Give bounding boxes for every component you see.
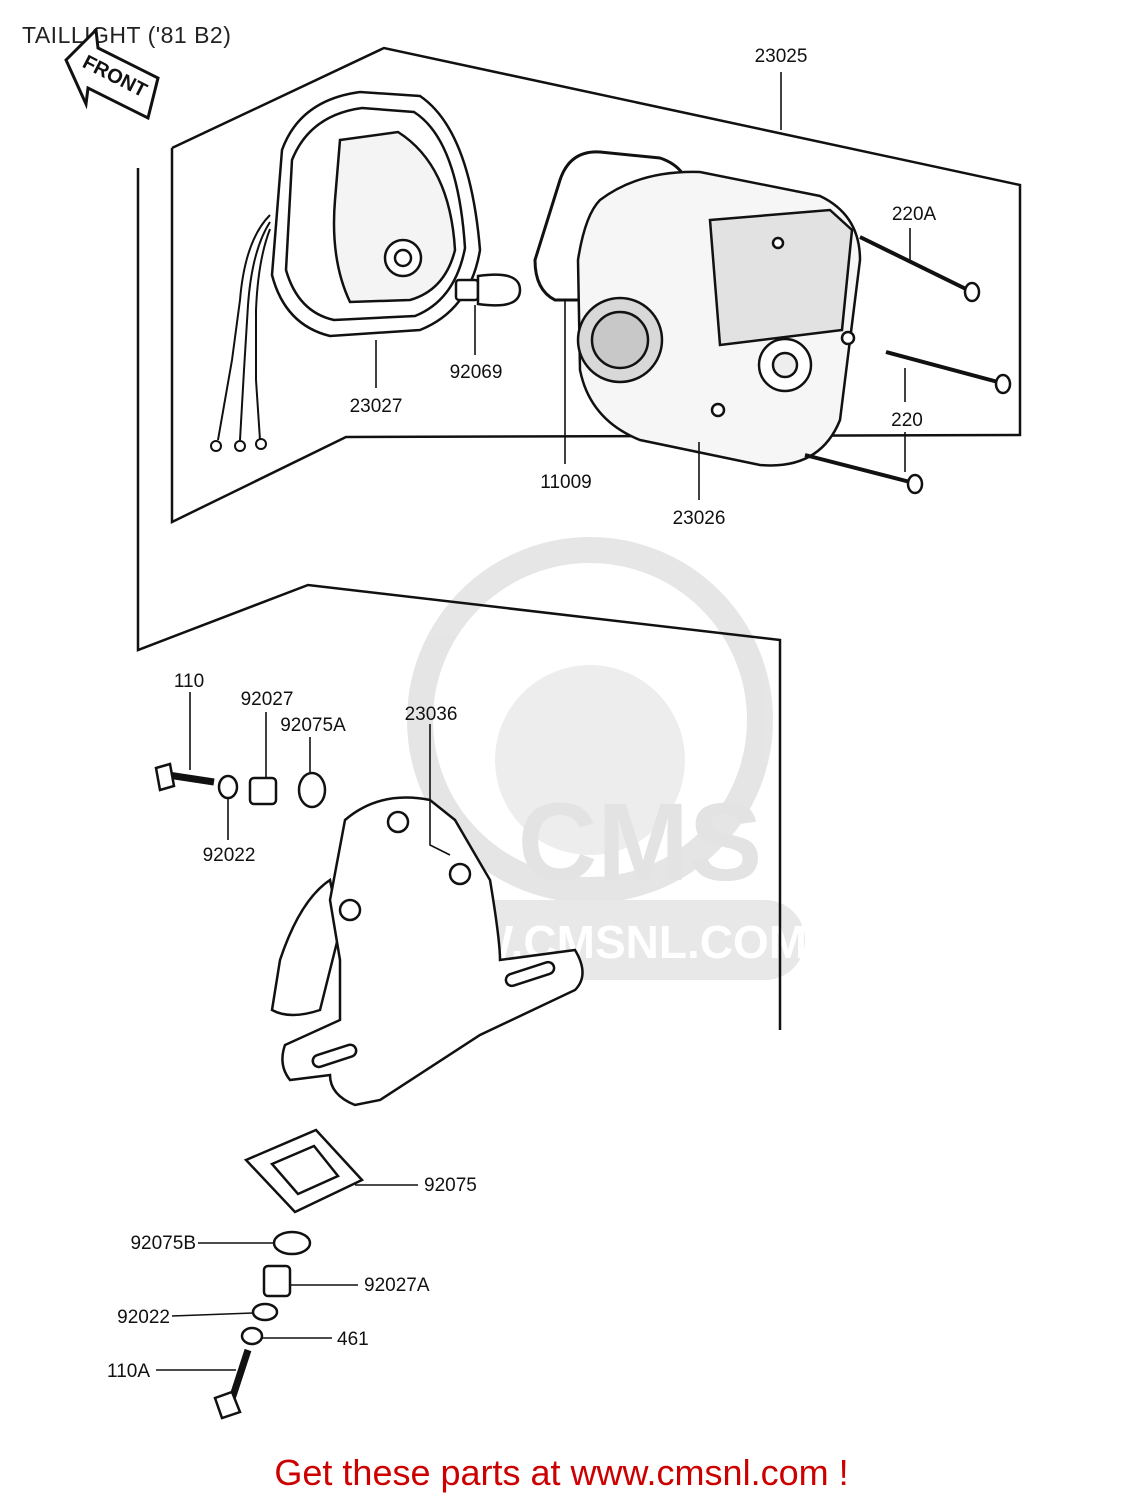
bracket-plate bbox=[281, 796, 584, 1107]
watermark-mascot-head bbox=[407, 537, 773, 903]
lens-screw-hole-3 bbox=[771, 236, 785, 250]
label-11009: 11009 bbox=[540, 472, 591, 493]
screw-220-upper-head bbox=[994, 373, 1012, 395]
bracket-mount-hole-1 bbox=[386, 810, 410, 834]
housing-wires bbox=[210, 214, 271, 452]
label-92022-lower: 92022 bbox=[117, 1307, 170, 1328]
label-23026: 23026 bbox=[673, 508, 726, 529]
label-23025: 23025 bbox=[755, 46, 808, 67]
label-92027: 92027 bbox=[241, 689, 294, 710]
label-461: 461 bbox=[337, 1329, 369, 1350]
leader-23036 bbox=[429, 724, 451, 856]
wire-3 bbox=[255, 228, 271, 441]
label-23027: 23027 bbox=[350, 396, 403, 417]
frame-lower-panel bbox=[136, 168, 782, 1030]
label-92027A: 92027A bbox=[364, 1275, 430, 1296]
part-labels: 23025 220A 23027 92069 220 11009 23026 1… bbox=[107, 46, 936, 1382]
collar-92027 bbox=[248, 776, 278, 806]
label-23036: 23036 bbox=[405, 704, 458, 725]
bracket-mount-hole-2 bbox=[448, 862, 472, 886]
lens-license-light-center bbox=[771, 351, 799, 379]
footer-link-text[interactable]: Get these parts at www.cmsnl.com ! bbox=[274, 1452, 849, 1493]
part-23026-lens bbox=[576, 170, 862, 467]
label-110: 110 bbox=[174, 671, 204, 692]
front-arrow-shape bbox=[64, 26, 160, 121]
label-92069: 92069 bbox=[450, 362, 503, 383]
wire-2 bbox=[239, 221, 271, 441]
lens-screw-hole-2 bbox=[710, 402, 726, 418]
label-92075B: 92075B bbox=[130, 1233, 196, 1254]
watermark-logo: CMS bbox=[518, 781, 762, 904]
label-220: 220 bbox=[891, 410, 923, 431]
bracket-side-fender bbox=[270, 877, 342, 1017]
wire-terminal-2 bbox=[234, 440, 246, 452]
lower-fastener-stack bbox=[213, 1230, 312, 1420]
label-92022: 92022 bbox=[203, 845, 256, 866]
bulb-glass bbox=[476, 273, 522, 307]
bracket-slot-left bbox=[311, 1043, 358, 1069]
assembly-frame bbox=[136, 46, 1022, 1030]
bolt-110A-head bbox=[213, 1390, 242, 1420]
part-92075-rubber-plate bbox=[243, 1128, 365, 1214]
lens-screw-hole-1 bbox=[840, 330, 856, 346]
housing-back-cover bbox=[332, 130, 457, 304]
screw-220A-shaft bbox=[859, 235, 969, 292]
part-23027-housing bbox=[270, 90, 482, 338]
exploded-parts-diagram: CMS WWW.CMSNL.COM FRONT bbox=[64, 26, 1022, 1420]
washer-92022 bbox=[217, 774, 239, 800]
bracket-mount-hole-3 bbox=[338, 898, 362, 922]
lens-reflector-window bbox=[708, 208, 854, 347]
washer-92022-lower bbox=[251, 1302, 279, 1322]
label-110A: 110A bbox=[107, 1361, 150, 1382]
label-220A: 220A bbox=[892, 204, 937, 225]
bracket-slot-right bbox=[504, 960, 556, 988]
leader-lines bbox=[156, 72, 911, 1371]
part-92069-bulb bbox=[454, 273, 522, 307]
lockwasher-461 bbox=[240, 1326, 264, 1346]
screw-220-lower-head bbox=[906, 473, 924, 495]
side-fastener-stack bbox=[154, 762, 327, 809]
collar-92027A bbox=[262, 1264, 292, 1298]
bulb-base bbox=[454, 278, 480, 302]
diagram-title: TAILLIGHT ('81 B2) bbox=[22, 22, 232, 48]
screw-220-upper-shaft bbox=[885, 350, 999, 384]
part-23036-bracket bbox=[270, 796, 584, 1107]
wire-1 bbox=[217, 214, 271, 441]
screw-220A-head bbox=[963, 281, 981, 303]
frame-upper-panel bbox=[170, 46, 1022, 525]
bolt-110-head bbox=[154, 762, 176, 792]
rubber-plate-inner bbox=[269, 1144, 340, 1196]
bolt-110-shaft bbox=[167, 771, 215, 786]
wire-terminal-1 bbox=[210, 440, 222, 452]
wire-terminal-3 bbox=[255, 438, 267, 450]
housing-socket-center bbox=[393, 248, 413, 268]
label-92075A: 92075A bbox=[280, 715, 346, 736]
leader-92022-lower bbox=[171, 1312, 254, 1317]
lens-screws bbox=[804, 235, 1012, 495]
lens-reflector-inner bbox=[590, 310, 650, 370]
grommet-92075A bbox=[297, 771, 327, 809]
watermark-mascot-face bbox=[495, 665, 685, 855]
front-arrow: FRONT bbox=[64, 26, 160, 121]
grommet-92075B bbox=[272, 1230, 312, 1256]
screw-220-lower-shaft bbox=[804, 453, 911, 484]
label-92075: 92075 bbox=[424, 1175, 477, 1196]
